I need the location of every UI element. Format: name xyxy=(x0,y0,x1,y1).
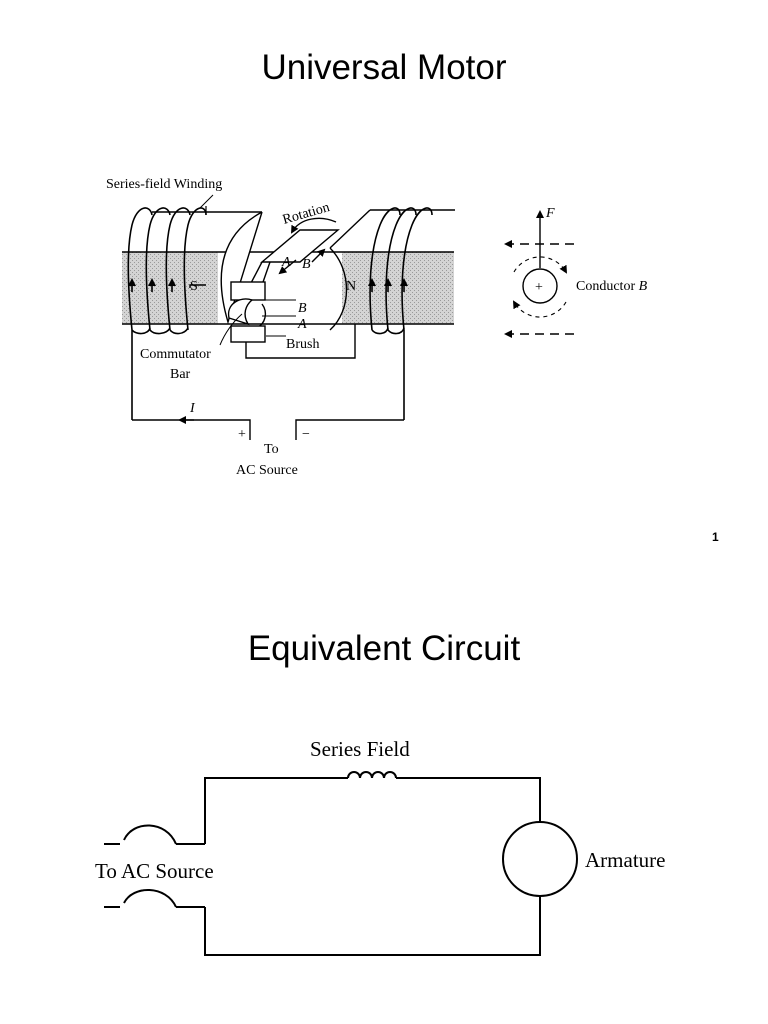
armature-symbol xyxy=(502,821,578,897)
negative-terminal-label: − xyxy=(302,427,310,442)
conductor-b-force-diagram: F + Conductor B xyxy=(504,206,648,338)
ac-source-label: AC Source xyxy=(236,463,298,478)
commutator-label-line2: Bar xyxy=(170,367,191,382)
north-pole-face xyxy=(329,247,348,331)
slide-title-universal-motor: Universal Motor xyxy=(261,48,507,87)
current-label: I xyxy=(189,401,196,416)
conductor-a-label-top: A xyxy=(281,255,291,270)
brush-wire xyxy=(245,324,356,359)
universal-motor-diagram: Series-field Winding Rotation A B S N B … xyxy=(106,177,648,478)
force-label: F xyxy=(545,206,555,221)
winding-current-arrows-left xyxy=(128,278,176,292)
winding-current-arrows-right xyxy=(368,278,408,292)
series-field-winding-right xyxy=(369,207,433,420)
south-pole-label: S xyxy=(190,279,198,294)
commutator-bar-a-label: A xyxy=(297,317,307,332)
supply-leads xyxy=(132,284,404,440)
slide-title-equivalent-circuit: Equivalent Circuit xyxy=(247,629,521,668)
north-pole-label: N xyxy=(346,279,356,294)
page-number: 1 xyxy=(712,530,719,544)
series-field-winding-left xyxy=(127,207,207,420)
positive-terminal-label: + xyxy=(238,427,246,442)
commutator xyxy=(227,281,267,343)
conductor-b-label: Conductor B xyxy=(576,279,648,294)
armature-loop xyxy=(249,229,340,286)
conductor-b-circle xyxy=(522,268,558,304)
ac-source-terminals xyxy=(104,824,177,908)
commutator-label-line1: Commutator xyxy=(140,347,211,362)
to-label: To xyxy=(264,442,279,457)
rotation-arrow xyxy=(291,217,337,234)
to-ac-source-label: To AC Source xyxy=(95,859,214,883)
conductor-b-label-top: B xyxy=(302,257,311,272)
stator-core-left xyxy=(122,252,218,324)
stator-core-right xyxy=(342,252,454,324)
armature-label: Armature xyxy=(585,848,665,872)
brush-label: Brush xyxy=(286,337,319,352)
commutator-bar-b-label: B xyxy=(298,301,307,316)
circuit-wires xyxy=(176,777,541,956)
rotation-label: Rotation xyxy=(281,200,332,228)
equivalent-circuit-diagram: Series Field To AC Source Armature xyxy=(95,737,665,956)
series-field-coil xyxy=(347,771,397,779)
series-field-label: Series Field xyxy=(310,737,410,761)
series-field-winding-label: Series-field Winding xyxy=(106,177,222,192)
conductor-plus-sign: + xyxy=(535,280,543,295)
